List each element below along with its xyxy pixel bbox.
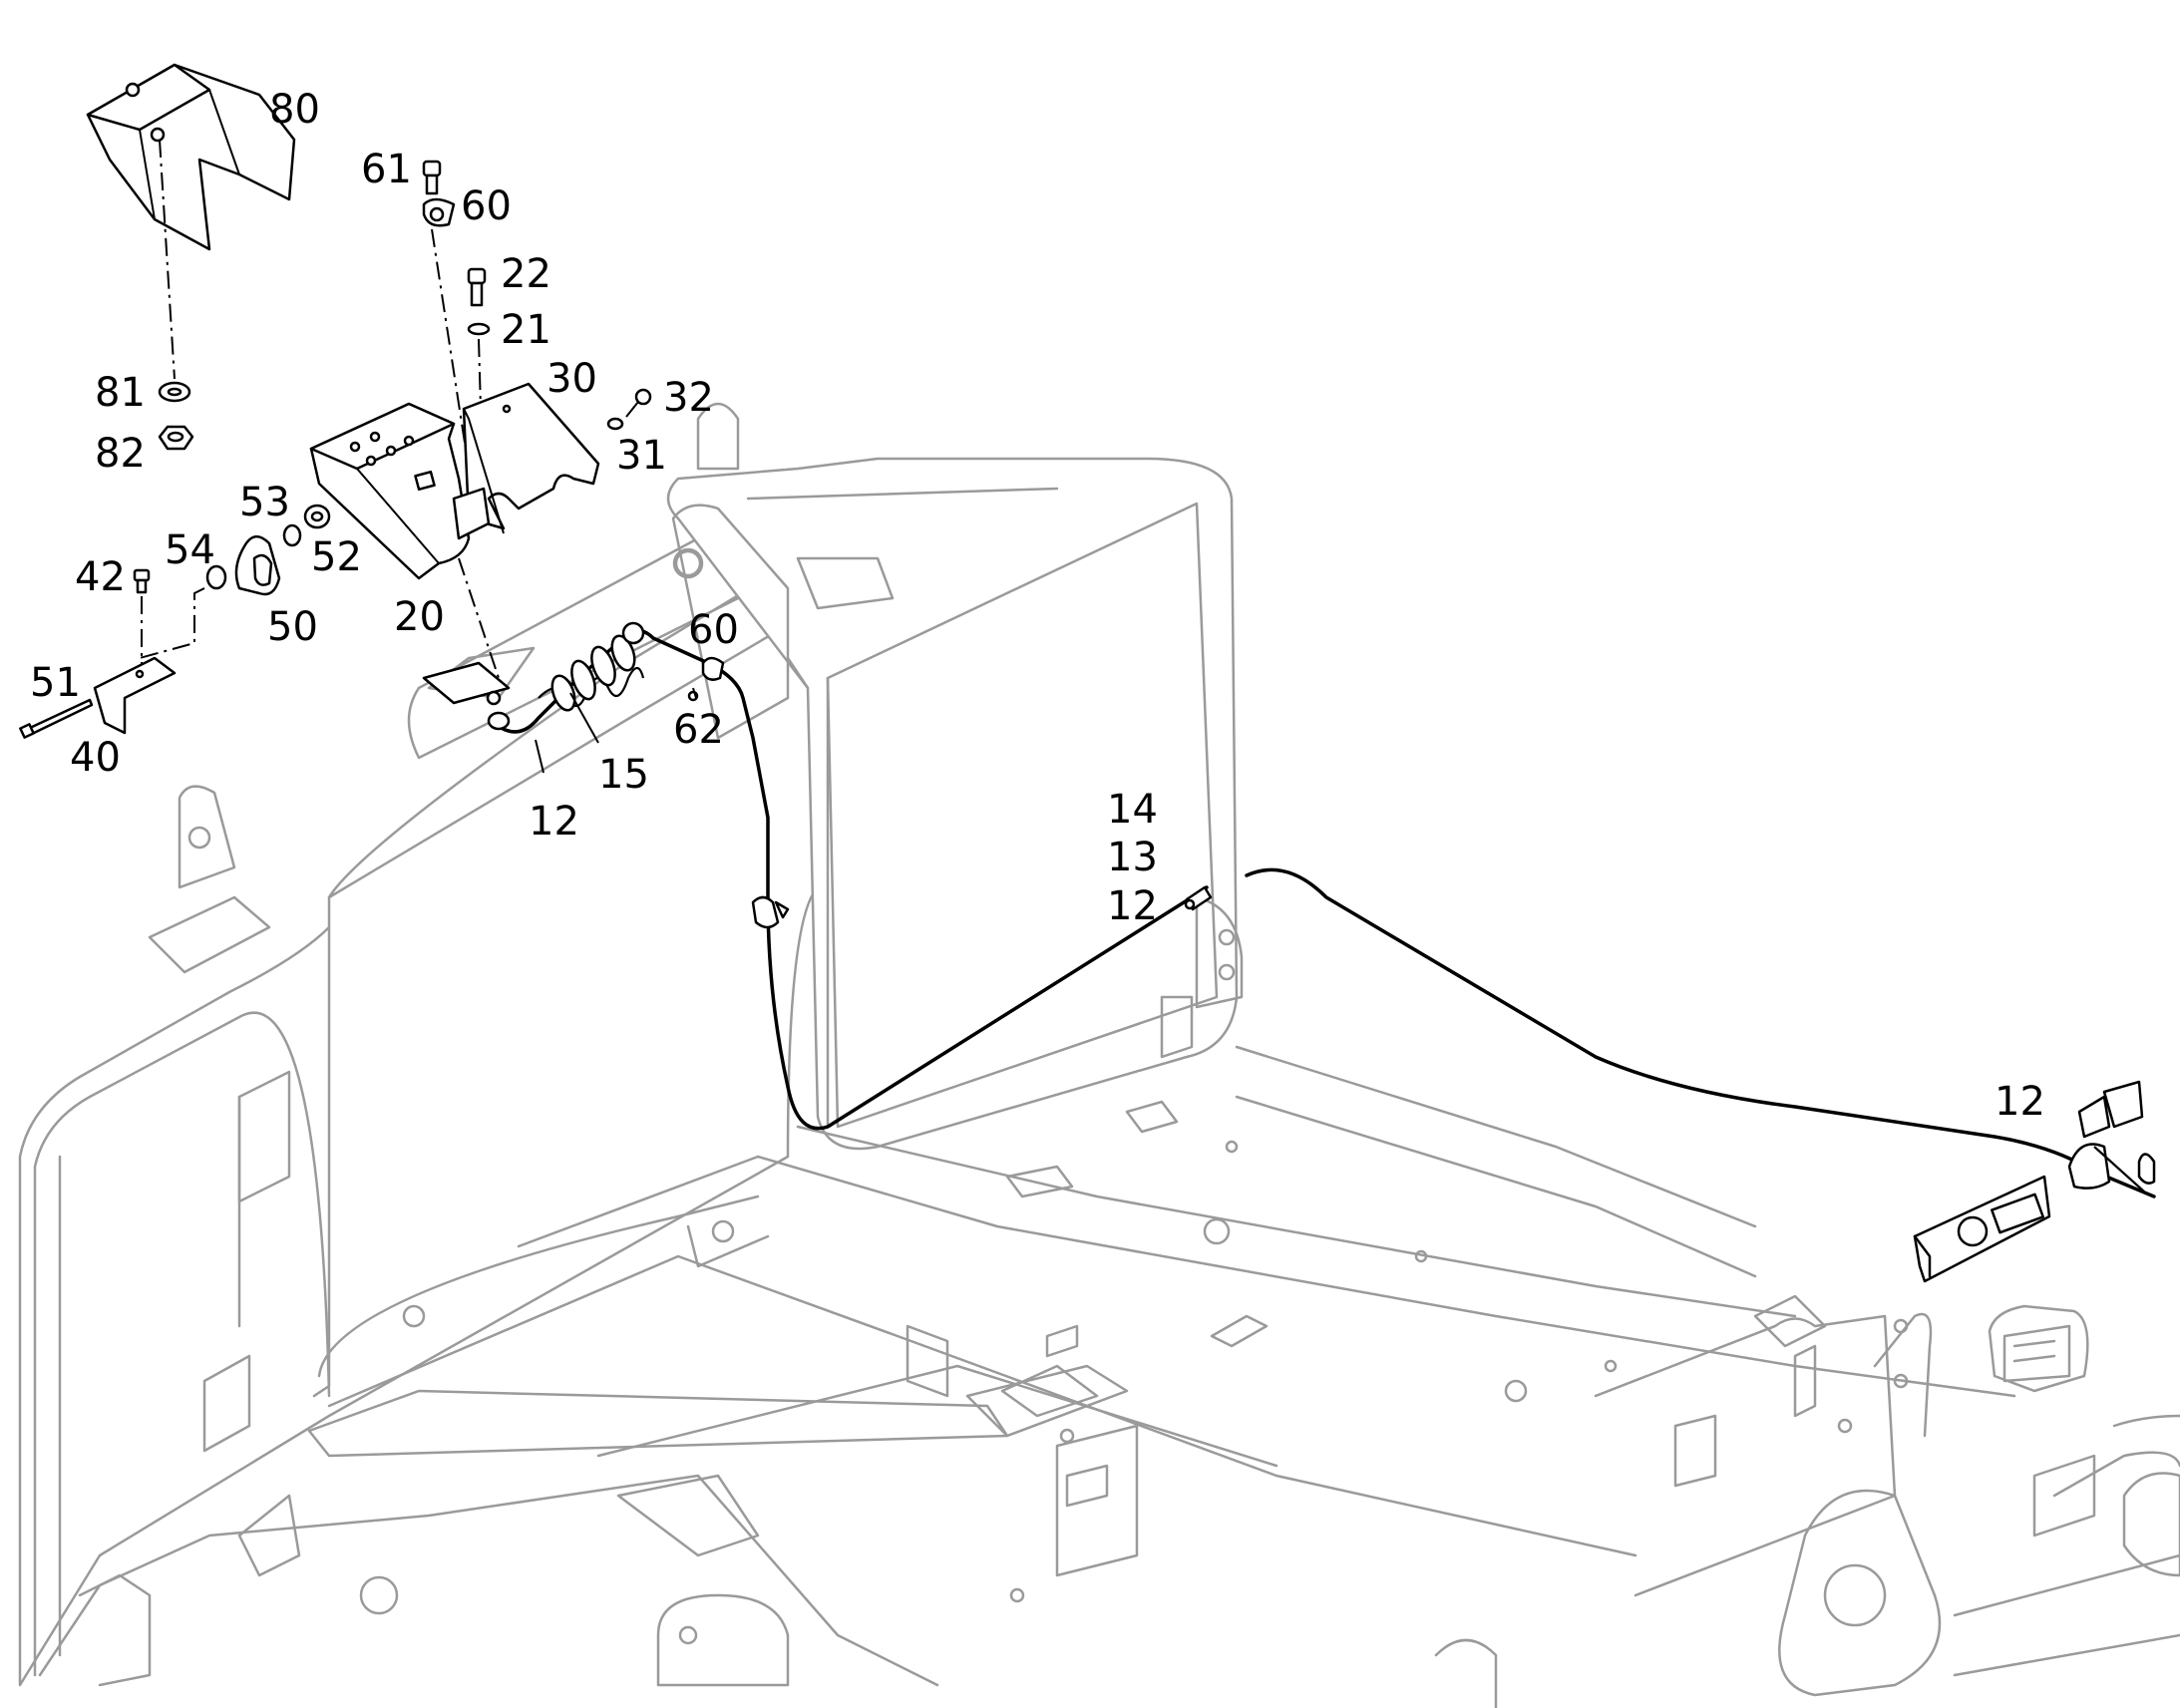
centerline-54 — [139, 587, 205, 659]
callout-81: 81 — [95, 370, 146, 416]
machine-frame — [18, 402, 2180, 1708]
nut-part-52 — [303, 504, 331, 529]
callout-42: 42 — [75, 554, 126, 600]
washer-part-81 — [158, 381, 191, 403]
callout-61: 61 — [361, 147, 412, 192]
callout-13: 13 — [1107, 835, 1158, 880]
centerline-22 — [478, 338, 482, 410]
callout-labels: 80 61 60 22 21 30 32 31 81 82 53 52 54 4… — [30, 87, 2045, 1125]
mount-plate — [422, 661, 511, 706]
screw-part-42 — [133, 568, 151, 594]
callout-32: 32 — [663, 375, 714, 421]
callout-12-right: 12 — [1995, 1079, 2045, 1125]
callout-40: 40 — [70, 735, 121, 781]
plate-part-30 — [462, 382, 600, 534]
bracket-part-20 — [309, 402, 491, 580]
bolt-part-61 — [422, 160, 442, 195]
nut-part-82 — [158, 425, 194, 451]
bolt-part-22 — [467, 267, 487, 307]
callout-12-mid: 12 — [1107, 883, 1158, 929]
clip-part-60-top — [422, 197, 456, 227]
callout-12-left: 12 — [529, 799, 579, 845]
callout-52: 52 — [311, 534, 362, 580]
washer-part-31 — [606, 417, 624, 431]
callout-60-mid: 60 — [688, 607, 739, 653]
washer-part-21 — [467, 322, 491, 336]
callout-14: 14 — [1107, 787, 1158, 833]
callout-62: 62 — [673, 707, 724, 753]
callout-82: 82 — [95, 431, 146, 477]
callout-53: 53 — [239, 480, 290, 525]
callout-60-top: 60 — [461, 183, 512, 229]
callout-54: 54 — [165, 527, 215, 573]
washer-part-54 — [205, 564, 227, 590]
bracket-part-40 — [93, 656, 177, 735]
centerline-80 — [159, 139, 176, 380]
bolt-part-51 — [19, 698, 94, 739]
callout-31: 31 — [616, 433, 667, 479]
callout-80: 80 — [269, 87, 320, 133]
leader-lines — [535, 687, 697, 774]
callout-50: 50 — [267, 604, 318, 650]
callout-20: 20 — [394, 594, 445, 640]
centerline-20 — [458, 557, 500, 679]
callout-21: 21 — [501, 307, 551, 353]
connector-bracket — [1913, 1080, 2156, 1283]
centerline-61 — [431, 228, 470, 470]
washer-part-53 — [282, 523, 302, 547]
callout-15: 15 — [598, 752, 649, 798]
cable-harness-12 — [487, 621, 2156, 1198]
callout-22: 22 — [501, 251, 551, 297]
bolt-part-32 — [625, 388, 652, 418]
callout-51: 51 — [30, 660, 81, 706]
clamp-part-50 — [234, 535, 281, 596]
callout-30: 30 — [546, 356, 597, 402]
cover-part-80 — [86, 63, 296, 251]
